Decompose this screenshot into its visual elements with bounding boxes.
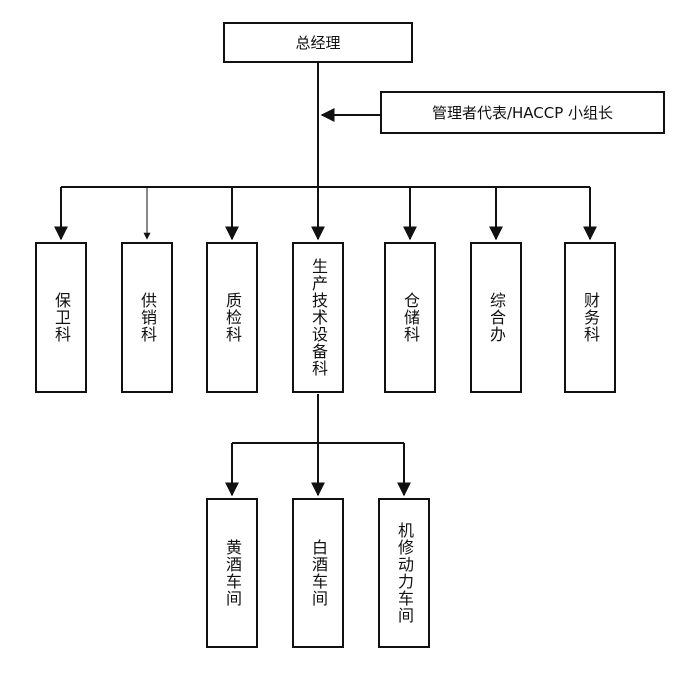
department-label: 保卫科 [52,292,71,343]
workshop-machine-repair: 机修动力车间 [378,498,430,648]
department-warehouse: 仓储科 [384,242,436,393]
management-rep-box: 管理者代表/HACCP 小组长 [380,91,665,134]
department-label: 仓储科 [401,292,420,343]
workshop-white-wine: 白酒车间 [292,498,344,648]
department-label: 财务科 [581,292,600,343]
department-general-office: 综合办 [470,242,522,393]
department-production: 生产技术设备科 [292,242,344,393]
department-label: 供销科 [138,292,157,343]
management-rep-label: 管理者代表/HACCP 小组长 [431,104,614,122]
workshop-yellow-wine: 黄酒车间 [206,498,258,648]
workshop-label: 白酒车间 [309,539,328,607]
department-security: 保卫科 [35,242,87,393]
department-quality: 质检科 [206,242,258,393]
department-label: 质检科 [223,292,242,343]
department-supply: 供销科 [121,242,173,393]
general-manager-box: 总经理 [223,22,413,63]
department-label: 生产技术设备科 [309,258,328,377]
workshop-label: 机修动力车间 [395,522,414,624]
department-finance: 财务科 [564,242,616,393]
general-manager-label: 总经理 [295,34,341,52]
department-label: 综合办 [487,292,506,343]
workshop-label: 黄酒车间 [223,539,242,607]
